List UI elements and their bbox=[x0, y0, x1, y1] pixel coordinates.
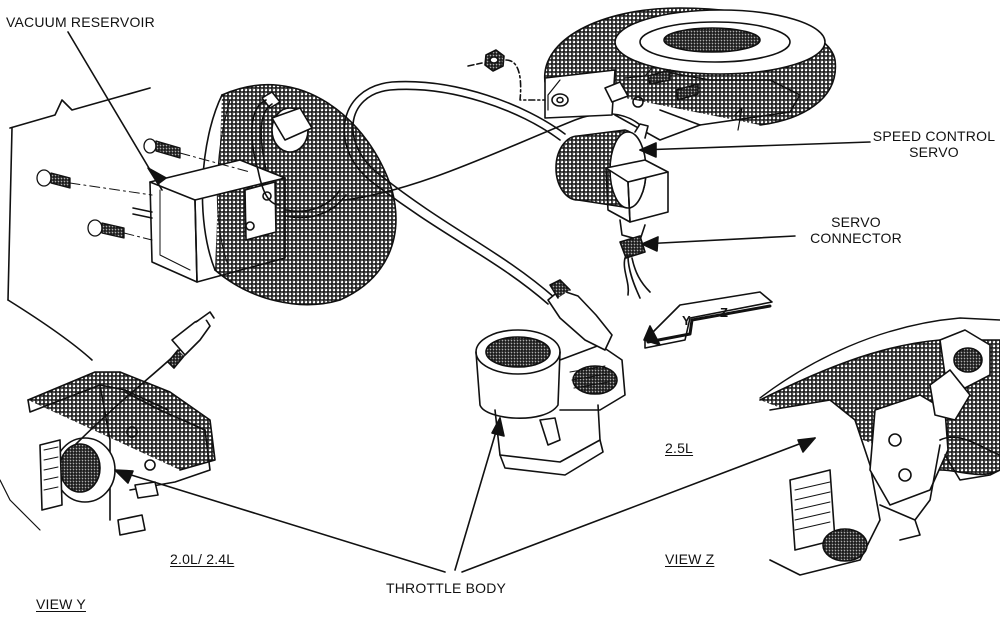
label-servo-connector-line1: SERVO bbox=[831, 214, 881, 230]
label-servo-connector-line2: CONNECTOR bbox=[810, 230, 902, 246]
leader-lines bbox=[67, 31, 871, 573]
label-throttle-body: THROTTLE BODY bbox=[386, 580, 507, 596]
label-view-y: VIEW Y bbox=[36, 596, 86, 612]
label-engine-2-0l-2-4l: 2.0L/ 2.4L bbox=[170, 551, 235, 567]
leader-vacuum-reservoir bbox=[67, 31, 163, 191]
label-servo-connector: SERVO CONNECTOR bbox=[800, 214, 912, 246]
leader-throttle-body-25l bbox=[454, 417, 501, 571]
arrow-letter-z: Z bbox=[720, 305, 729, 320]
firewall-panel bbox=[7, 87, 151, 361]
servo-bracket bbox=[544, 67, 699, 119]
throttle-body-25l bbox=[475, 279, 626, 476]
leader-servo-connector bbox=[641, 235, 796, 245]
label-engine-2-5l: 2.5L bbox=[665, 440, 694, 456]
label-speed-control-servo-line2: SERVO bbox=[909, 144, 959, 160]
speed-control-servo bbox=[555, 123, 669, 241]
vacuum-reservoir bbox=[132, 159, 286, 283]
air-cleaner-housing bbox=[544, 7, 837, 141]
throttle-body-view-z bbox=[759, 317, 1000, 576]
view-direction-arrow bbox=[643, 291, 773, 349]
arrow-letter-y: Y bbox=[682, 313, 691, 328]
label-vacuum-reservoir: VACUUM RESERVOIR bbox=[6, 14, 155, 30]
leader-throttle-body-y bbox=[114, 469, 446, 573]
servo-cable bbox=[343, 80, 641, 305]
brake-booster bbox=[201, 83, 397, 306]
label-speed-control-servo-line1: SPEED CONTROL bbox=[872, 128, 996, 144]
servo-connector bbox=[619, 235, 651, 299]
label-speed-control-servo: SPEED CONTROL SERVO bbox=[868, 128, 1000, 160]
mounting-bolts bbox=[36, 138, 251, 241]
throttle-body-20l-24l bbox=[0, 311, 216, 536]
nut bbox=[467, 49, 546, 101]
label-view-z: VIEW Z bbox=[665, 551, 715, 567]
vacuum-hoses bbox=[251, 99, 347, 219]
leader-speed-control-servo bbox=[639, 141, 871, 151]
leader-throttle-body-z bbox=[461, 437, 816, 573]
